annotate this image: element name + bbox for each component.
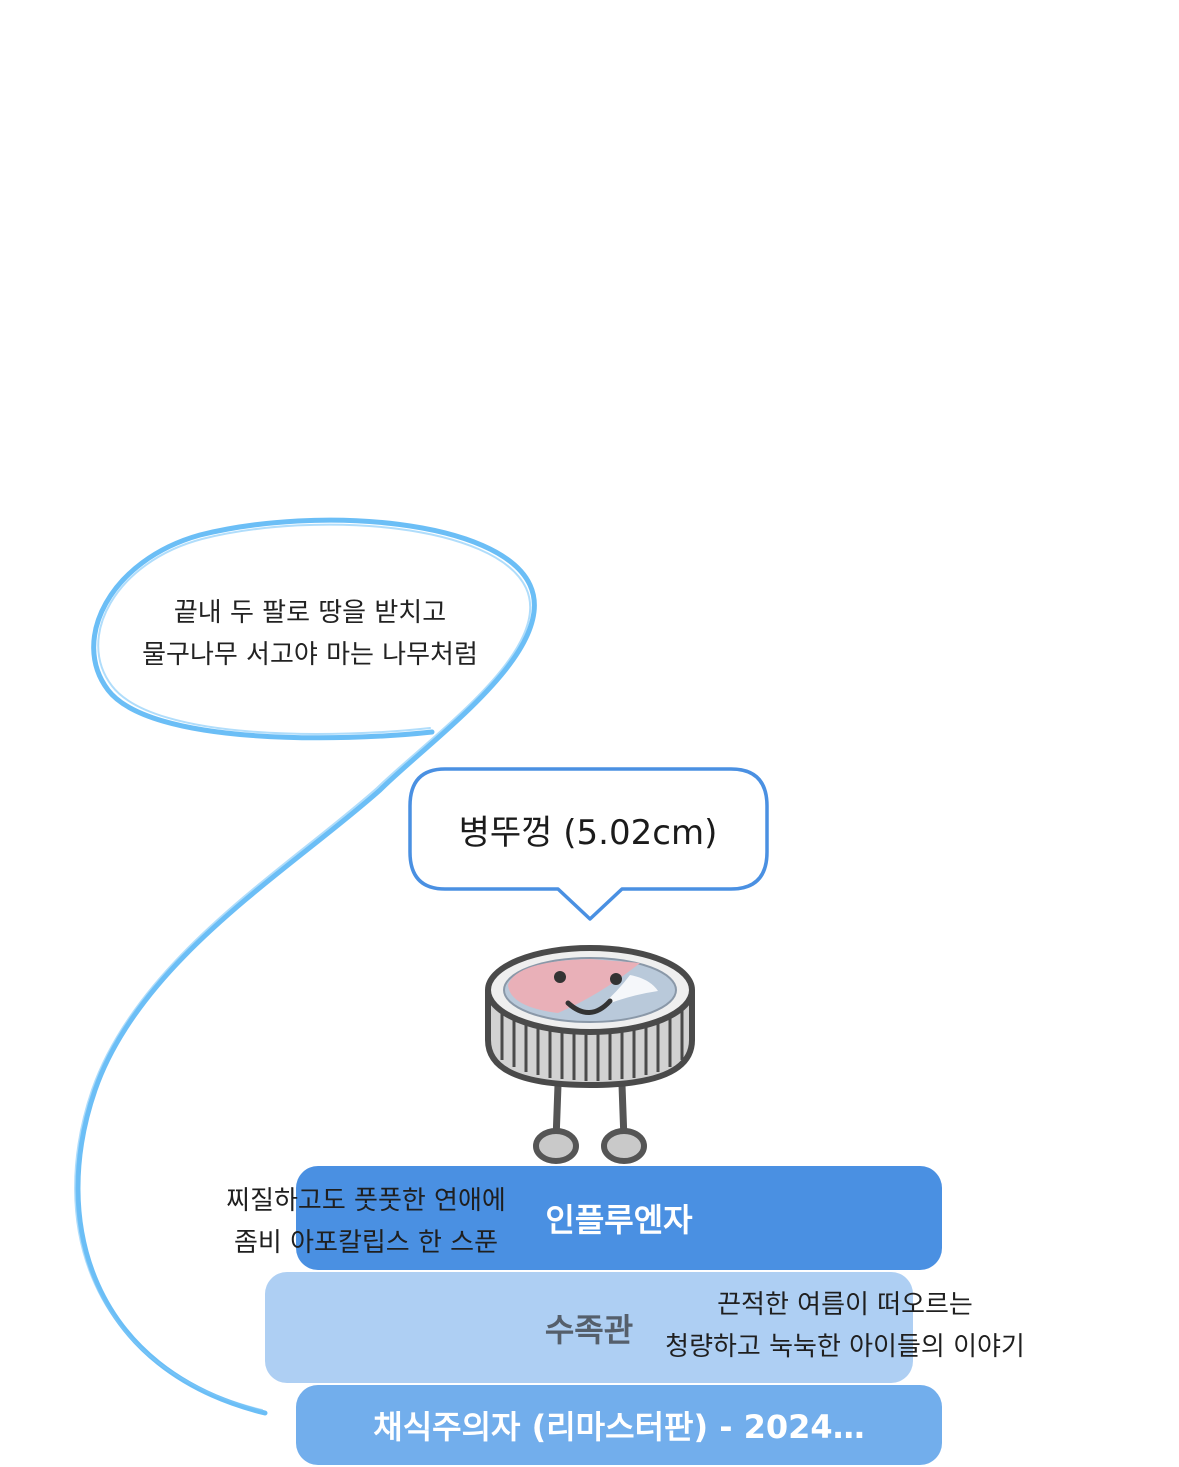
loop-caption-line-1: 끝내 두 팔로 땅을 받치고: [173, 598, 447, 628]
book-aquarium-note: 끈적한 여름이 떠오르는 청량하고 눅눅한 아이들의 이야기: [640, 1284, 1050, 1368]
speech-bubble-tail-icon: [408, 767, 769, 921]
book-vegetarian-title: 채식주의자 (리마스터판) - 2024…: [373, 1408, 865, 1446]
book-aquarium-title: 수족관: [544, 1310, 634, 1349]
book-aquarium-note-line-1: 끈적한 여름이 떠오르는: [717, 1290, 973, 1320]
loop-caption: 끝내 두 팔로 땅을 받치고 물구나무 서고야 마는 나무처럼: [110, 592, 510, 676]
book-influenza-note-line-1: 찌질하고도 풋풋한 연애에: [226, 1186, 506, 1216]
bottle-cap-mascot-icon: [485, 945, 695, 1164]
book-influenza-note: 찌질하고도 풋풋한 연애에 좀비 아포칼립스 한 스푼: [196, 1180, 536, 1264]
book-aquarium[interactable]: 수족관: [265, 1272, 913, 1383]
book-vegetarian[interactable]: 채식주의자 (리마스터판) - 2024…: [296, 1385, 942, 1465]
item-size-tag: 병뚜껑 (5.02cm): [458, 812, 718, 853]
loop-caption-line-2: 물구나무 서고야 마는 나무처럼: [142, 640, 478, 670]
book-aquarium-note-line-2: 청량하고 눅눅한 아이들의 이야기: [665, 1332, 1025, 1362]
book-influenza-note-line-2: 좀비 아포칼립스 한 스푼: [234, 1228, 498, 1258]
book-influenza-title: 인플루엔자: [545, 1201, 693, 1239]
book-influenza[interactable]: 인플루엔자: [296, 1166, 942, 1270]
